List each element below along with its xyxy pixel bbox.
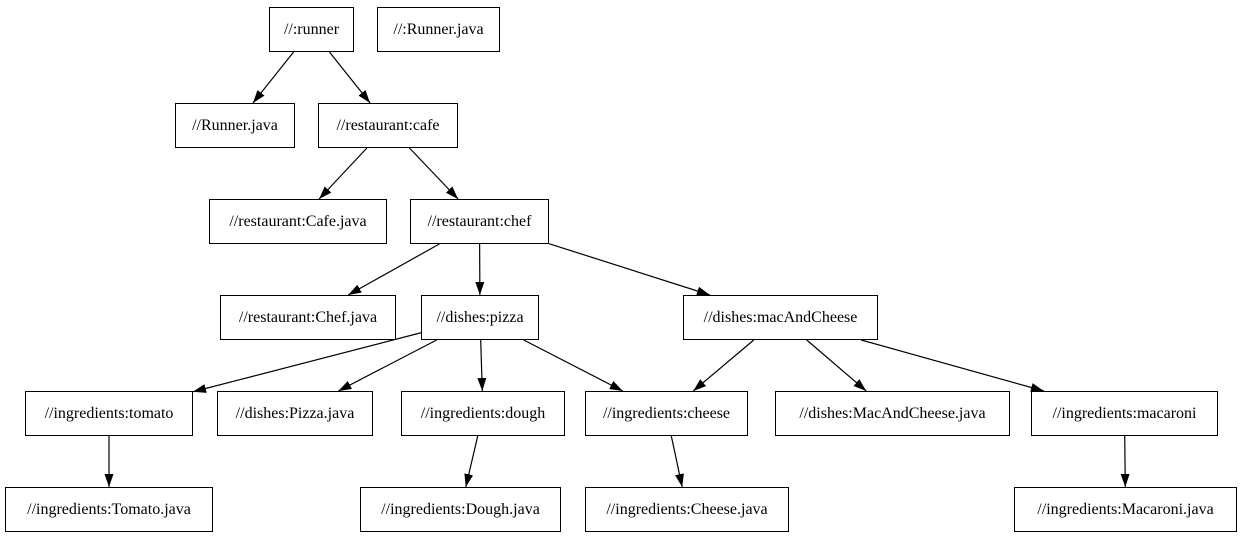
edge-cafe-to-cafe-java — [318, 147, 368, 200]
graph-node-pizza-java: //dishes:Pizza.java — [217, 391, 373, 436]
graph-node-tomato: //ingredients:tomato — [25, 391, 193, 436]
graph-node-dough: //ingredients:dough — [401, 391, 565, 436]
graph-node-runner-java-src: //:Runner.java — [377, 7, 500, 52]
graph-node-macandcheese-java: //dishes:MacAndCheese.java — [775, 391, 1010, 436]
edge-chef-to-chef-java — [347, 243, 440, 296]
edge-chef-to-macandcheese — [548, 243, 711, 296]
edge-runner-to-runner-java — [252, 51, 295, 104]
graph-node-runner-java: //Runner.java — [175, 103, 295, 148]
graph-node-cheese: //ingredients:cheese — [585, 391, 748, 436]
graph-node-pizza: //dishes:pizza — [421, 295, 539, 340]
graph-node-cafe-java: //restaurant:Cafe.java — [209, 199, 387, 244]
graph-node-runner: //:runner — [269, 7, 354, 52]
graph-node-macaroni-java: //ingredients:Macaroni.java — [1014, 487, 1237, 532]
graph-node-macandcheese: //dishes:macAndCheese — [683, 295, 878, 340]
edge-pizza-to-cheese — [523, 339, 624, 392]
graph-node-cheese-java: //ingredients:Cheese.java — [585, 487, 789, 532]
edge-macandcheese-to-cheese — [692, 339, 755, 392]
edge-cheese-to-cheese-java — [670, 435, 684, 488]
edge-pizza-to-dough — [477, 339, 487, 392]
edge-pizza-to-pizza-java — [338, 339, 437, 392]
graph-node-cafe: //restaurant:cafe — [318, 103, 458, 148]
edge-macandcheese-to-macandcheese-java — [806, 339, 867, 392]
edge-pizza-to-tomato — [192, 332, 422, 393]
graph-node-chef-java: //restaurant:Chef.java — [220, 295, 396, 340]
graph-node-chef: //restaurant:chef — [410, 199, 549, 244]
edge-macaroni-to-macaroni-java — [1120, 435, 1130, 488]
edge-cafe-to-chef — [409, 147, 459, 200]
graph-node-macaroni: //ingredients:macaroni — [1031, 391, 1218, 436]
edge-macandcheese-to-macaroni — [860, 339, 1045, 392]
graph-node-dough-java: //ingredients:Dough.java — [360, 487, 561, 532]
graph-node-tomato-java: //ingredients:Tomato.java — [5, 487, 213, 532]
edge-runner-to-cafe — [328, 51, 371, 104]
edge-dough-to-dough-java — [464, 435, 479, 488]
